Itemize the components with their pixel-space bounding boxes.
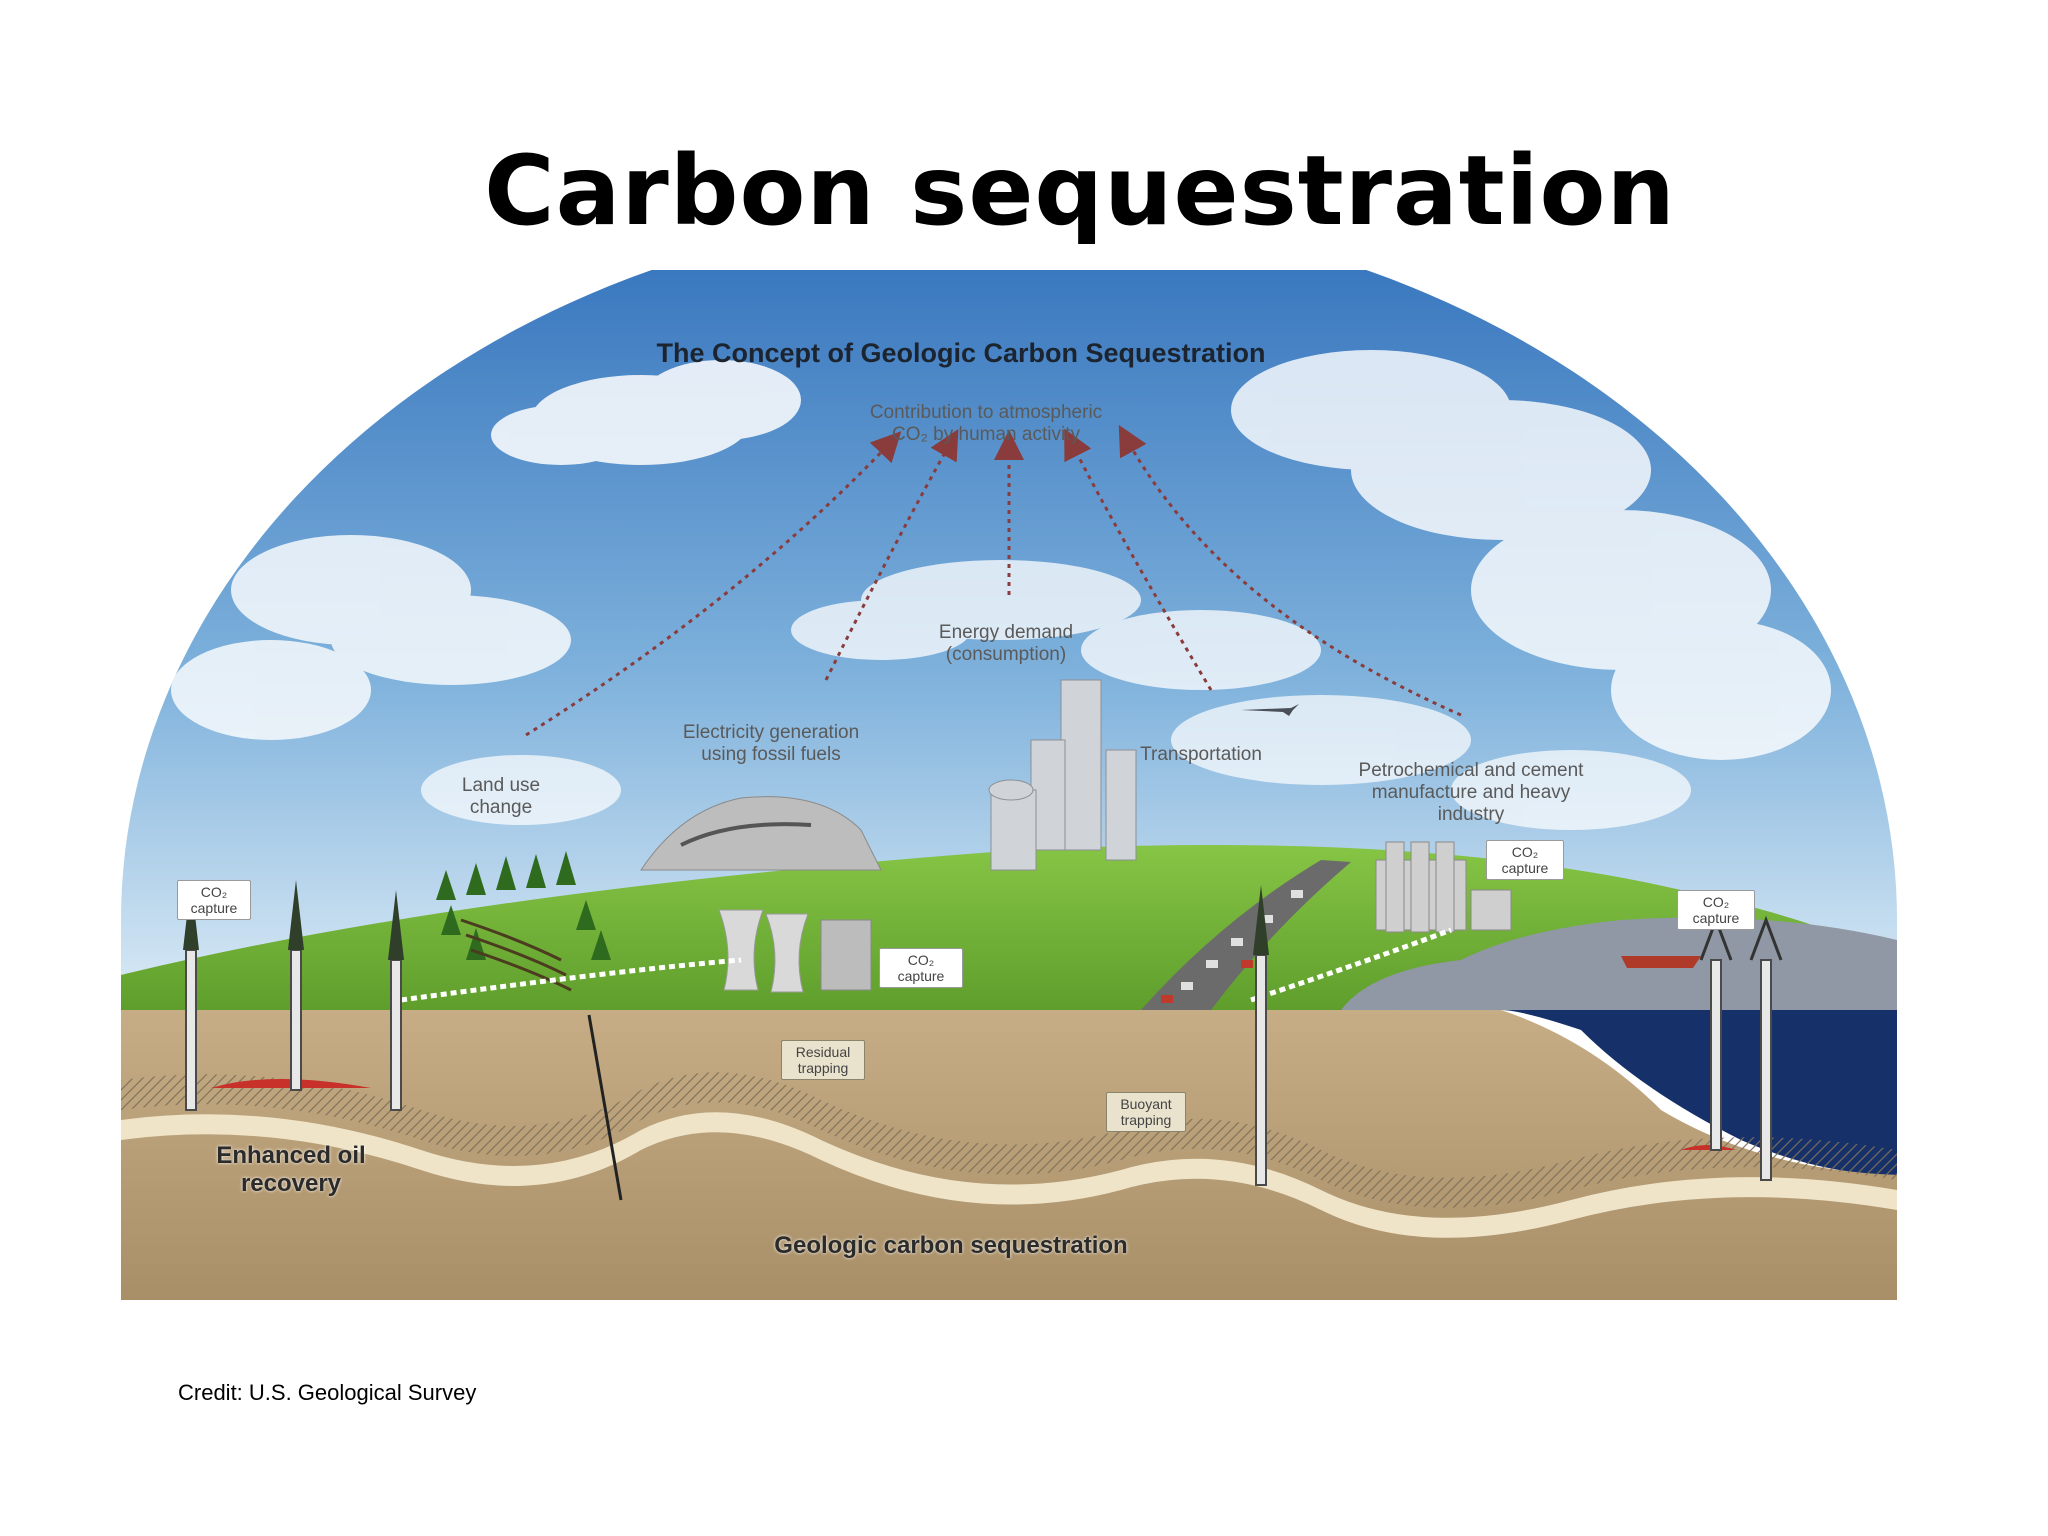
airplane-icon: [1241, 704, 1299, 716]
power-plant: [820, 919, 872, 991]
factory-icon: [988, 679, 1137, 871]
farm-field: [460, 918, 572, 992]
ship-icon: [1621, 956, 1701, 968]
cloud-icon: [171, 535, 571, 740]
industry-label: Petrochemical and cement manufacture and…: [1358, 760, 1584, 825]
emission-arrows: [525, 424, 1462, 737]
fault-line: [587, 1014, 623, 1201]
diagram-title: The Concept of Geologic Carbon Sequestra…: [656, 338, 1266, 368]
energy-demand-label: Energy demand (consumption): [938, 622, 1074, 665]
residual-trapping-tag: Residual trapping: [781, 1040, 865, 1081]
coal-mine: [640, 796, 882, 871]
cloud-icon: [421, 695, 1691, 830]
geologic-sequestration-label: Geologic carbon sequestration: [774, 1232, 1128, 1259]
credit-line: Credit: U.S. Geological Survey: [178, 1380, 477, 1405]
cooling-tower-icon: [718, 909, 809, 993]
co2-capture-tag: CO₂ capture: [879, 948, 963, 989]
factory-icon: [1375, 841, 1512, 933]
ocean: [1341, 1010, 1897, 1175]
transportation-label: Transportation: [1140, 744, 1262, 765]
diagram-artwork: [121, 270, 1897, 1300]
land-use-label: Land use change: [461, 775, 541, 818]
co2-capture-tag: CO₂ capture: [1677, 890, 1755, 931]
atmosphere-label: Contribution to atmospheric CO₂ by human…: [869, 402, 1103, 445]
co2-capture-tag: CO₂ capture: [177, 880, 251, 921]
carbon-sequestration-diagram: The Concept of Geologic Carbon Sequestra…: [121, 270, 1897, 1300]
co2-plume: [1681, 1145, 1736, 1150]
traffic: [1161, 890, 1303, 1003]
electricity-label: Electricity generation using fossil fuel…: [682, 722, 860, 765]
co2-capture-tag: CO₂ capture: [1486, 840, 1564, 881]
enhanced-oil-label: Enhanced oil recovery: [216, 1142, 366, 1197]
slide-title: Carbon sequestration: [484, 135, 1676, 247]
buoyant-trapping-tag: Buoyant trapping: [1106, 1092, 1186, 1133]
tree-icon: [436, 851, 611, 960]
co2-pipeline: [400, 927, 1452, 1003]
cloud-icon: [1231, 350, 1831, 760]
reservoir-layer: [121, 1112, 1897, 1238]
cloud-icon: [791, 560, 1321, 690]
well-icon: [185, 949, 1772, 1186]
cloud-icon: [491, 360, 801, 465]
